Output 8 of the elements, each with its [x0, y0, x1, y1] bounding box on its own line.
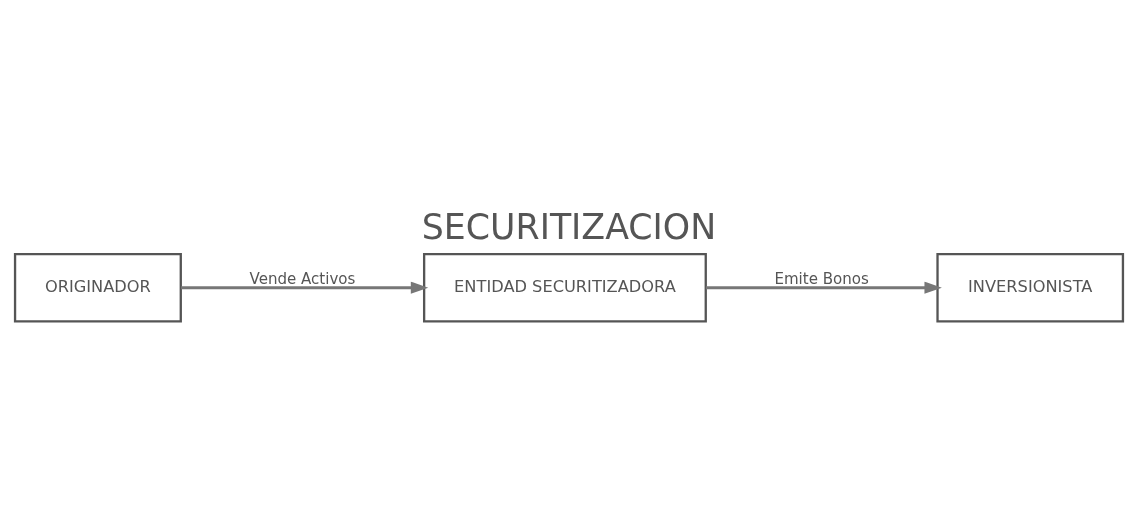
node-box: ENTIDAD SECURITIZADORA	[422, 253, 707, 323]
diagram-title: SECURITIZACION	[421, 207, 717, 248]
edge-label: Vende Activos	[249, 269, 356, 288]
arrow	[705, 281, 942, 294]
node-box: ORIGINADOR	[13, 253, 182, 323]
arrow	[181, 281, 429, 294]
node-box: INVERSIONISTA	[936, 253, 1125, 323]
edge-label: Emite Bonos	[774, 269, 869, 288]
